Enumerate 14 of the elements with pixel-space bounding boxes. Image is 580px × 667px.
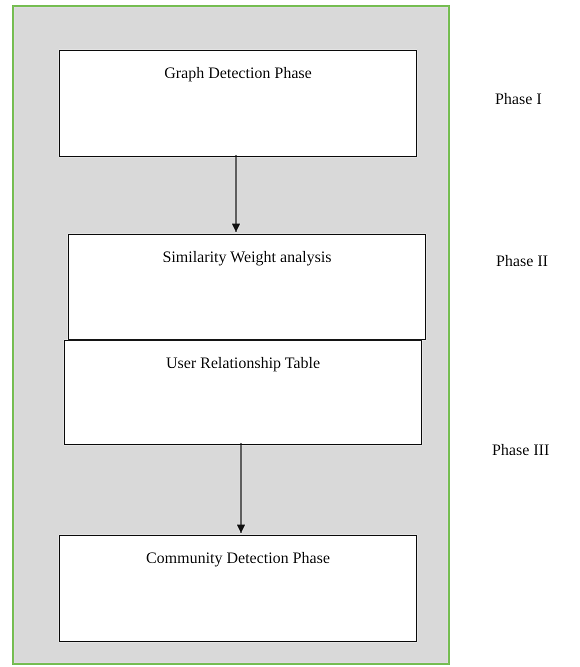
phase-label: Phase II [496,253,548,271]
box-label: User Relationship Table [166,355,320,373]
box-label: Similarity Weight analysis [162,249,332,267]
phase-label: Phase III [492,442,550,460]
process-box [68,234,426,340]
process-box [64,340,422,445]
box-label: Graph Detection Phase [164,65,312,83]
process-box [59,50,417,157]
arrow [232,155,240,232]
box-label: Community Detection Phase [146,550,330,568]
panel-background [12,5,450,665]
phase-label: Phase I [495,91,542,109]
process-box [59,535,417,642]
arrow [236,443,246,533]
